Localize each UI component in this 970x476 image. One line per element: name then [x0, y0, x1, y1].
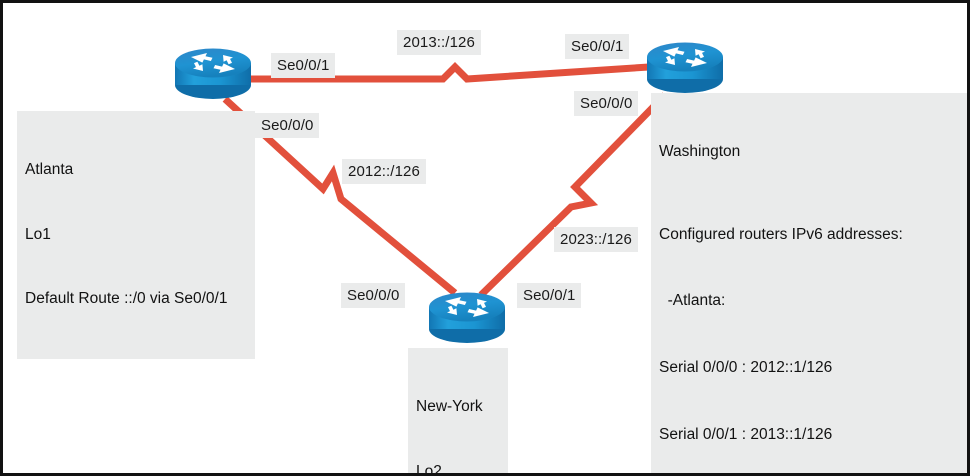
- interface-label-newyork-se0-0-0: Se0/0/0: [341, 283, 406, 308]
- interface-label-atlanta-se0-0-1: Se0/0/1: [271, 53, 336, 78]
- network-label-2013: 2013::/126: [397, 30, 481, 55]
- info-box-washington-name: Washington: [659, 143, 741, 160]
- config-line-atlanta-s001: Serial 0/0/1 : 2013::1/126: [659, 426, 833, 444]
- link-atlanta-washington: [221, 62, 650, 83]
- config-line-atlanta-s000: Serial 0/0/0 : 2012::1/126: [659, 359, 833, 377]
- info-box-newyork-loopback: Lo2: [416, 462, 442, 476]
- network-label-2023: 2023::/126: [554, 227, 638, 252]
- interface-label-atlanta-se0-0-0: Se0/0/0: [255, 113, 320, 138]
- interface-label-washington-se0-0-0: Se0/0/0: [574, 91, 639, 116]
- info-box-atlanta-name: Atlanta: [25, 161, 74, 178]
- topology-links-layer: [175, 42, 723, 344]
- info-box-atlanta-route: Default Route ::/0 via Se0/0/1: [25, 290, 228, 307]
- config-line-heading: Configured routers IPv6 addresses:: [659, 225, 903, 243]
- info-box-atlanta-loopback: Lo1: [25, 225, 51, 243]
- interface-label-newyork-se0-0-1: Se0/0/1: [517, 283, 582, 308]
- network-label-2012: 2012::/126: [342, 159, 426, 184]
- info-box-newyork: New-York Lo2: [408, 348, 508, 476]
- router-icon-atlanta[interactable]: [175, 48, 251, 100]
- router-icon-washington[interactable]: [647, 42, 723, 94]
- interface-label-washington-se0-0-1: Se0/0/1: [565, 34, 630, 59]
- info-box-newyork-name: New-York: [416, 398, 483, 415]
- info-box-atlanta: Atlanta Lo1 Default Route ::/0 via Se0/0…: [17, 111, 255, 359]
- router-icon-newyork[interactable]: [429, 292, 505, 344]
- link-atlanta-newyork: [222, 96, 458, 296]
- config-line-atlanta-heading: -Atlanta:: [659, 292, 726, 310]
- link-newyork-washington: [478, 92, 668, 298]
- config-box-ipv6-addresses: Configured routers IPv6 addresses: -Atla…: [651, 173, 967, 473]
